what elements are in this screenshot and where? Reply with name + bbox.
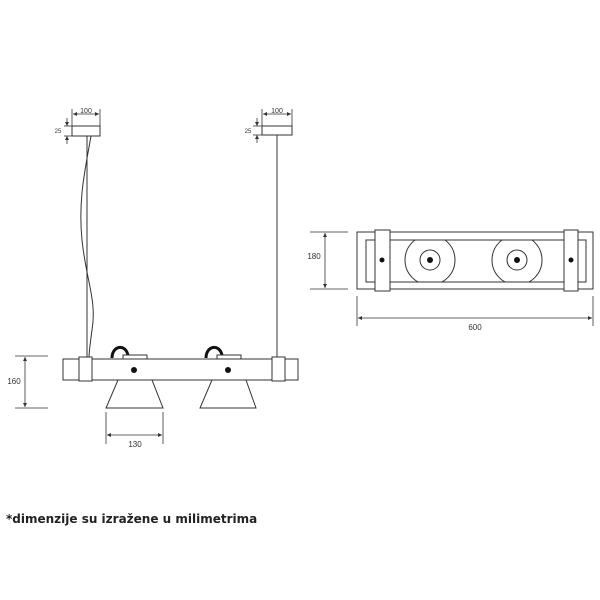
right-canopy-height-label: 25	[245, 129, 252, 135]
depth-label: 180	[307, 252, 321, 261]
side-view: 100 25 100 25 160 130	[7, 108, 299, 449]
left-canopy	[71, 125, 101, 137]
shade-width-label: 130	[128, 440, 142, 449]
right-shade	[199, 379, 257, 409]
height-label: 160	[7, 377, 21, 386]
top-view: 180 600	[307, 229, 594, 332]
left-canopy-height-label: 25	[55, 129, 62, 135]
left-shade	[105, 379, 164, 409]
power-cable	[80, 135, 94, 359]
units-footnote: *dimenzije su izražene u milimetrima	[6, 512, 258, 526]
left-cord	[110, 346, 130, 359]
right-cord	[204, 346, 224, 359]
lamp-bar	[62, 358, 299, 381]
top-inner-frame	[365, 239, 587, 283]
left-canopy-width-label: 100	[80, 108, 92, 115]
right-clamp	[271, 356, 286, 382]
left-spot-top	[419, 249, 441, 271]
right-canopy-width-label: 100	[271, 108, 283, 115]
right-canopy	[261, 125, 293, 136]
left-clamp	[78, 356, 93, 382]
length-label: 600	[468, 323, 482, 332]
right-spot-top	[506, 249, 528, 271]
